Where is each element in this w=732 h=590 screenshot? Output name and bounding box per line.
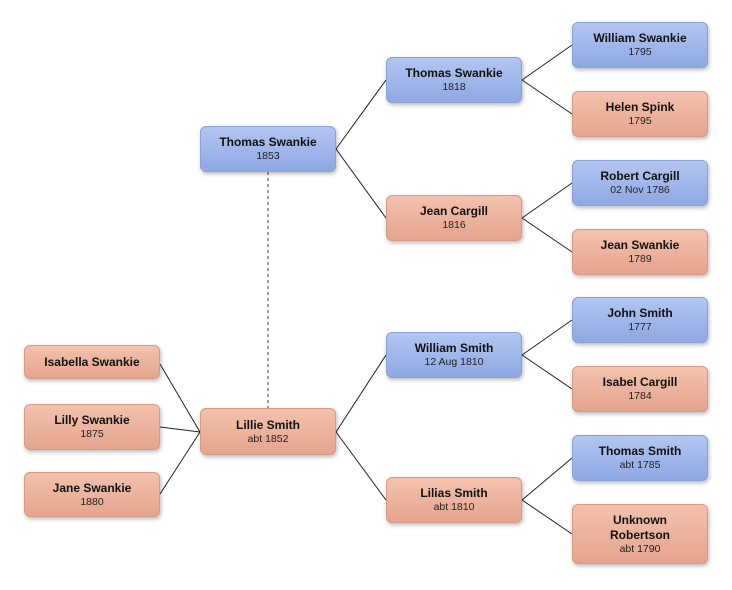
person-card-great-grandparent[interactable]: Unknown Robertson abt 1790 <box>572 504 708 564</box>
person-card-child[interactable]: Isabella Swankie <box>24 345 160 379</box>
person-card-grandparent[interactable]: William Smith 12 Aug 1810 <box>386 332 522 378</box>
child-connector <box>159 426 201 433</box>
parent-connector <box>521 79 573 115</box>
person-name: Thomas Smith <box>598 444 682 458</box>
person-name: Isabel Cargill <box>602 375 678 389</box>
person-card-great-grandparent[interactable]: John Smith 1777 <box>572 297 708 343</box>
person-name: Lilias Smith <box>420 486 488 500</box>
person-date: 1777 <box>628 321 652 333</box>
parent-connector <box>521 319 573 356</box>
person-card-grandparent[interactable]: Thomas Swankie 1818 <box>386 57 522 103</box>
person-date: 02 Nov 1786 <box>610 184 670 196</box>
person-card-grandparent[interactable]: Lilias Smith abt 1810 <box>386 477 522 523</box>
person-date: abt 1785 <box>619 459 661 471</box>
parent-connector <box>521 354 573 390</box>
person-date: 1816 <box>442 219 466 231</box>
person-date: 1875 <box>80 428 104 440</box>
person-name: John Smith <box>607 306 673 320</box>
child-connector <box>159 431 201 495</box>
person-date: 1784 <box>628 390 652 402</box>
person-date: 1795 <box>628 115 652 127</box>
child-connector <box>159 363 201 433</box>
person-name: Thomas Swankie <box>219 135 317 149</box>
person-date: 1880 <box>80 495 104 508</box>
person-card-great-grandparent[interactable]: Helen Spink 1795 <box>572 91 708 137</box>
person-name: Jean Cargill <box>419 204 489 218</box>
person-date: abt 1810 <box>433 501 475 513</box>
person-card-great-grandparent[interactable]: Thomas Smith abt 1785 <box>572 435 708 481</box>
person-name: Thomas Swankie <box>405 66 503 80</box>
person-card-great-grandparent[interactable]: Isabel Cargill 1784 <box>572 366 708 412</box>
person-card-child[interactable]: Lilly Swankie 1875 <box>24 404 160 450</box>
person-name: William Smith <box>414 341 494 355</box>
person-name: Unknown Robertson <box>610 512 670 542</box>
parent-connector <box>521 182 573 219</box>
parent-connector <box>335 431 387 501</box>
person-date: 1789 <box>628 253 652 265</box>
parent-connector <box>521 44 573 81</box>
person-date: 12 Aug 1810 <box>424 356 484 368</box>
person-card-great-grandparent[interactable]: Jean Swankie 1789 <box>572 229 708 275</box>
person-name: Isabella Swankie <box>44 354 140 369</box>
person-date: 1853 <box>256 150 280 162</box>
person-name: Helen Spink <box>605 100 675 114</box>
person-card-child[interactable]: Jane Swankie 1880 <box>24 472 160 517</box>
parent-connector <box>335 354 387 433</box>
person-date: 1795 <box>628 46 652 58</box>
person-card-grandparent[interactable]: Jean Cargill 1816 <box>386 195 522 241</box>
person-name: Robert Cargill <box>600 169 680 183</box>
parent-connector <box>521 217 573 253</box>
person-date: 1818 <box>442 81 466 93</box>
person-date: abt 1790 <box>619 542 661 555</box>
person-name: William Swankie <box>593 31 687 45</box>
parent-connector <box>521 457 573 501</box>
person-date: abt 1852 <box>247 432 289 445</box>
person-card-root[interactable]: Lillie Smith abt 1852 <box>200 408 336 455</box>
person-card-great-grandparent[interactable]: William Swankie 1795 <box>572 22 708 68</box>
person-card-great-grandparent[interactable]: Robert Cargill 02 Nov 1786 <box>572 160 708 206</box>
person-name: Jane Swankie <box>52 480 132 495</box>
person-name: Lillie Smith <box>235 417 300 432</box>
parent-connector <box>335 148 387 219</box>
person-name: Lilly Swankie <box>54 413 130 427</box>
parent-connector <box>521 499 573 535</box>
parent-connector <box>335 79 387 150</box>
person-card-spouse[interactable]: Thomas Swankie 1853 <box>200 126 336 172</box>
person-name: Jean Swankie <box>600 238 680 252</box>
